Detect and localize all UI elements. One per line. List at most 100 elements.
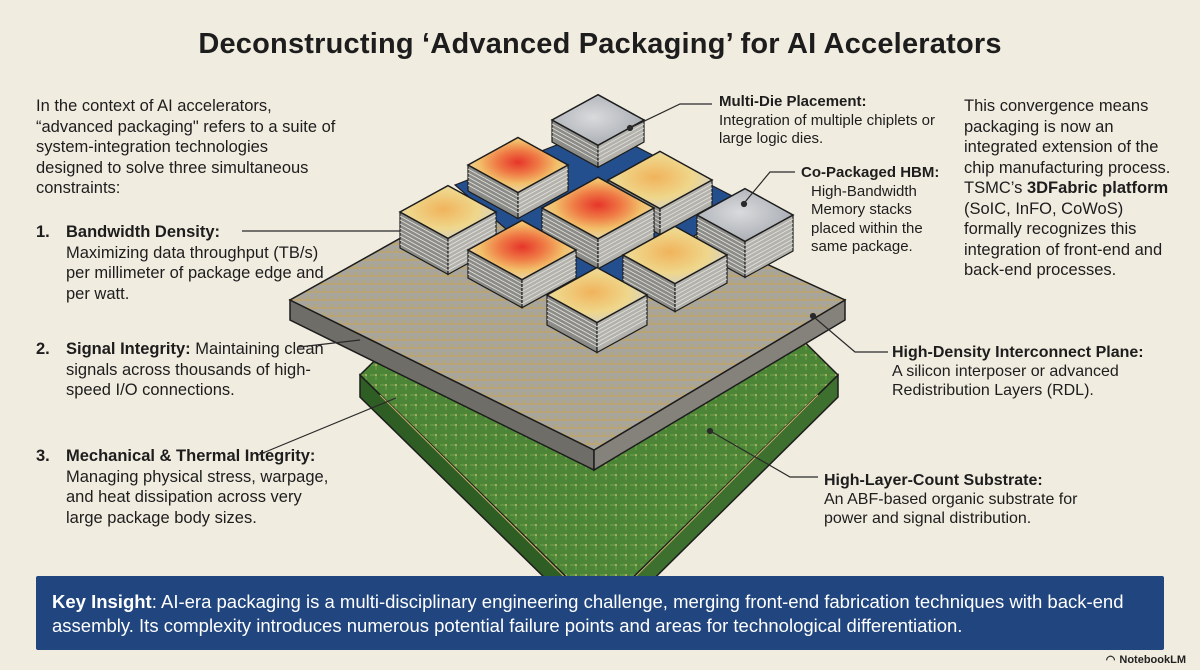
constraint-item-3: 3. Mechanical & Thermal Integrity: Manag…	[36, 446, 336, 528]
leader-line-signal	[298, 339, 361, 348]
callout-multi-die: Multi-Die Placement: Integration of mult…	[719, 93, 949, 149]
die-top-surface	[540, 176, 656, 240]
convergence-paragraph: This convergence means packaging is now …	[964, 96, 1184, 281]
die-layer-line	[467, 180, 569, 209]
constraint-number: 3.	[36, 447, 50, 465]
constraint-number: 2.	[36, 340, 50, 358]
die-layer-line	[399, 227, 497, 255]
convergence-text: This convergence means packaging is now …	[964, 97, 1171, 197]
die-layer-line	[399, 231, 497, 259]
die-top-surface	[550, 93, 646, 147]
intro-paragraph: In the context of AI accelerators, “adva…	[36, 97, 336, 197]
die-layer-line	[541, 227, 655, 260]
key-insight-banner: Key Insight: AI-era packaging is a multi…	[36, 576, 1164, 650]
leader-line-interconnect	[814, 317, 888, 353]
chiplet-die-stack	[695, 187, 795, 279]
callout-interconnect: High-Density Interconnect Plane: A silic…	[892, 343, 1182, 400]
die-layer-line	[467, 257, 577, 289]
die-layer-line	[541, 215, 655, 248]
die-layer-line	[467, 273, 577, 305]
constraint-heading: Mechanical & Thermal Integrity:	[66, 447, 316, 465]
die-layer-line	[696, 230, 794, 258]
die-layer-line	[399, 223, 497, 251]
die-layer-line	[622, 278, 728, 309]
die-layer-line	[546, 302, 648, 331]
constraint-text: Maximizing data throughput (TB/s) per mi…	[66, 243, 324, 303]
constraint-item-2: 2. Signal Integrity: Maintaining clean s…	[36, 339, 336, 401]
brand-mark: ◠NotebookLM	[1106, 653, 1186, 666]
callout-substrate: High-Layer-Count Substrate: An ABF-based…	[824, 471, 1084, 528]
leader-line-substrate	[711, 431, 818, 478]
die-top-surface	[398, 184, 498, 240]
convergence-highlight: 3DFabric platform	[1026, 179, 1169, 197]
die-layer-line	[551, 123, 645, 150]
die-layer-line	[622, 270, 728, 301]
die-layer-line	[541, 211, 655, 244]
page-title: Deconstructing ‘Advanced Packaging’ for …	[198, 28, 1002, 60]
key-insight-text: : AI-era packaging is a multi-disciplina…	[52, 591, 1124, 636]
die-layer-line	[551, 131, 645, 158]
callout-text: Integration of multiple chiplets or larg…	[719, 111, 935, 148]
die-top-surface	[695, 187, 795, 243]
die-layer-line	[696, 226, 794, 254]
brand-name: NotebookLM	[1119, 654, 1186, 666]
die-array	[398, 93, 795, 354]
callout-text: A silicon interposer or advanced Redistr…	[892, 363, 1119, 399]
die-layer-line	[622, 258, 728, 289]
die-layer-line	[696, 234, 794, 262]
die-layer-line	[622, 262, 728, 293]
constraint-heading: Bandwidth Density:	[66, 223, 221, 241]
die-top-surface	[545, 266, 649, 324]
callout-heading: High-Density Interconnect Plane:	[892, 344, 1144, 361]
callout-text: High-Bandwidth Memory stacks placed with…	[811, 182, 923, 256]
chiplet-die-stack	[540, 176, 656, 270]
die-layer-line	[399, 215, 497, 243]
die-layer-line	[467, 176, 569, 205]
die-layer-line	[546, 310, 648, 339]
notebooklm-logo-icon: ◠	[1105, 654, 1116, 666]
callout-heading: High-Layer-Count Substrate:	[824, 472, 1043, 489]
callout-text: An ABF-based organic substrate for power…	[824, 491, 1078, 527]
die-layer-line	[546, 298, 648, 327]
callout-heading: Co-Packaged HBM:	[801, 164, 940, 181]
die-top-surface	[466, 136, 570, 194]
die-top-surface	[466, 219, 578, 281]
callout-hbm: Co-Packaged HBM: High-Bandwidth Memory s…	[801, 164, 951, 257]
key-insight-label: Key Insight	[52, 591, 152, 612]
leader-lines	[242, 103, 888, 478]
constraint-text: Maintaining clean signals across thousan…	[66, 340, 324, 399]
die-layer-line	[546, 314, 648, 343]
chiplet-die-stack	[621, 225, 729, 313]
die-layer-line	[696, 222, 794, 250]
leader-line-thermal	[257, 397, 397, 456]
die-layer-line	[467, 172, 569, 201]
die-layer-line	[541, 219, 655, 252]
die-layer-line	[467, 184, 569, 213]
die-layer-line	[467, 253, 577, 285]
constraint-heading: Signal Integrity:	[66, 340, 191, 358]
die-layer-line	[551, 127, 645, 154]
die-layer-line	[622, 274, 728, 305]
die-layer-line	[551, 135, 645, 162]
die-layer-line	[622, 266, 728, 297]
chiplet-die-stack	[466, 219, 578, 309]
die-layer-line	[467, 261, 577, 293]
leader-line-multi-die	[631, 103, 712, 128]
leader-line-hbm	[744, 171, 795, 203]
constraint-number: 1.	[36, 223, 50, 241]
chiplet-die-stack	[550, 93, 646, 169]
die-layer-line	[546, 306, 648, 335]
constraint-item-1: 1. Bandwidth Density: Maximizing data thr…	[36, 222, 336, 304]
die-top-surface	[606, 150, 714, 210]
die-layer-line	[399, 219, 497, 247]
die-layer-line	[546, 318, 648, 347]
die-layer-line	[467, 269, 577, 301]
die-layer-line	[467, 168, 569, 197]
die-layer-line	[467, 265, 577, 297]
die-layer-line	[696, 218, 794, 246]
callout-heading: Multi-Die Placement:	[719, 93, 867, 110]
chiplet-die-stack	[545, 266, 649, 354]
die-top-surface	[621, 225, 729, 285]
chiplet-die-stack	[398, 184, 498, 276]
chiplet-die-stack	[466, 136, 570, 220]
